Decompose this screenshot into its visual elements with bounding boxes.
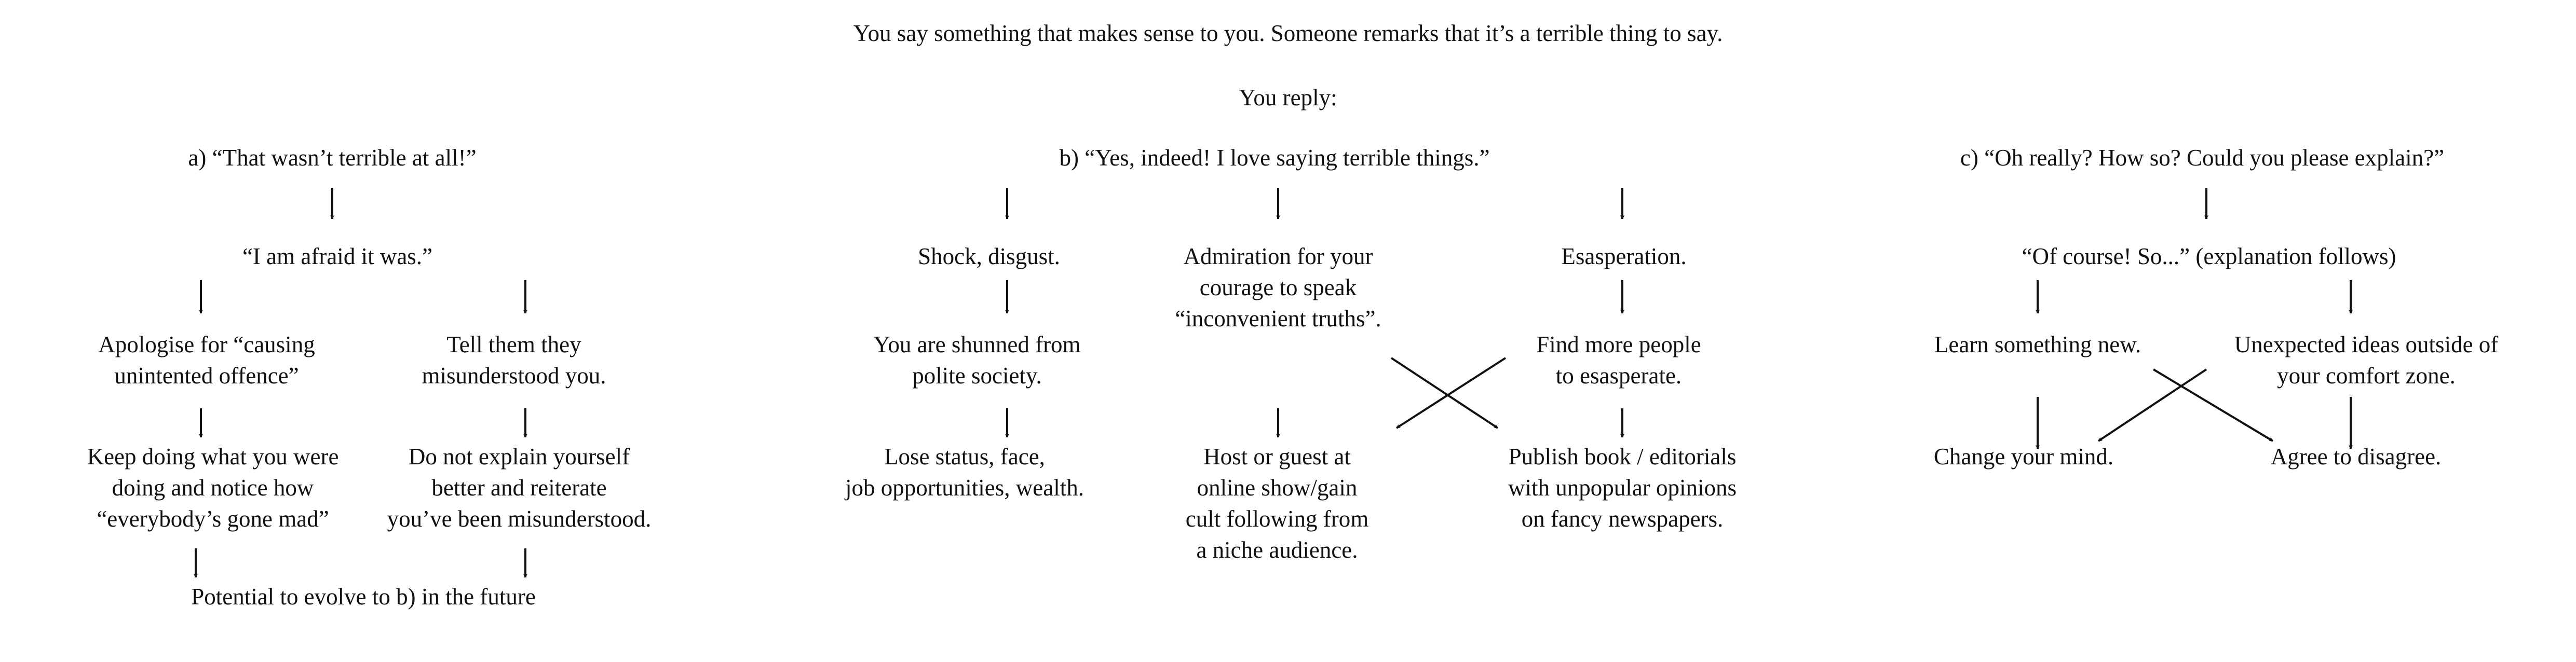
arrow-b-cross-to-publish bbox=[1390, 357, 1499, 429]
option-b-lose-status: Lose status, face, job opportunities, we… bbox=[845, 444, 1084, 501]
arrow-c-cross-to-agree bbox=[2152, 368, 2273, 442]
option-b-shunned: You are shunned from polite society. bbox=[873, 332, 1081, 389]
option-a-outcome: Potential to evolve to b) in the future bbox=[191, 584, 536, 610]
arrow-b-cross-to-host bbox=[1395, 357, 1507, 429]
option-c-title: c) “Oh really? How so? Could you please … bbox=[1960, 145, 2445, 171]
option-c-response: “Of course! So...” (explanation follows) bbox=[2022, 243, 2396, 269]
option-b-find-people: Find more people to esasperate. bbox=[1536, 332, 1701, 389]
option-a-keep-doing: Keep doing what you were doing and notic… bbox=[87, 444, 339, 532]
option-a-title: a) “That wasn’t terrible at all!” bbox=[188, 145, 477, 171]
option-a-apologise: Apologise for “causing unintented offenc… bbox=[98, 332, 315, 389]
arrow-c-cross-to-change bbox=[2097, 368, 2207, 442]
option-b-title: b) “Yes, indeed! I love saying terrible … bbox=[1059, 145, 1490, 171]
option-b-esasperation: Esasperation. bbox=[1561, 243, 1687, 269]
option-b-publish: Publish book / editorials with unpopular… bbox=[1508, 444, 1737, 532]
intro-text: You say something that makes sense to yo… bbox=[853, 20, 1723, 46]
option-c-learn: Learn something new. bbox=[1934, 332, 2141, 357]
option-a-do-not-explain: Do not explain yourself better and reite… bbox=[387, 444, 652, 532]
option-c-agree-disagree: Agree to disagree. bbox=[2270, 444, 2442, 470]
option-a-response: “I am afraid it was.” bbox=[242, 243, 433, 269]
option-a-tell-misunderstood: Tell them they misunderstood you. bbox=[422, 332, 606, 389]
option-b-shock: Shock, disgust. bbox=[918, 243, 1060, 269]
option-c-unexpected: Unexpected ideas outside of your comfort… bbox=[2234, 332, 2499, 389]
option-b-admiration: Admiration for your courage to speak “in… bbox=[1175, 243, 1381, 332]
option-b-host-guest: Host or guest at online show/gain cult f… bbox=[1185, 444, 1369, 563]
reply-prompt: You reply: bbox=[1239, 85, 1337, 111]
option-c-change-mind: Change your mind. bbox=[1933, 444, 2114, 470]
